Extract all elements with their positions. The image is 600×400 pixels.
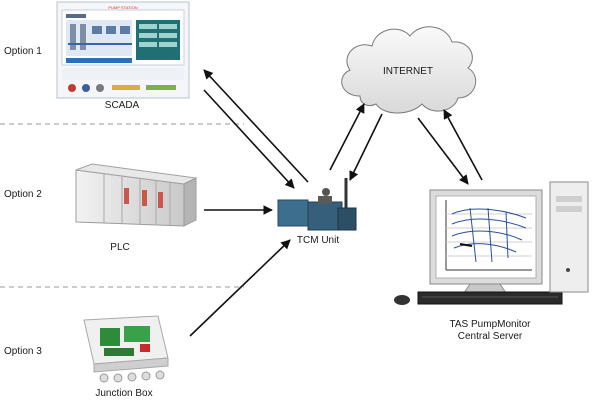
tcm-unit-label: TCM Unit (296, 235, 340, 246)
arrow-internet-to-tcm (349, 113, 383, 181)
arrow-server-to-internet (443, 109, 483, 181)
arrow-junction-to-tcm (189, 239, 291, 337)
monitor-chart (445, 200, 532, 271)
plc-label: PLC (110, 242, 130, 253)
junction-box-image (83, 315, 169, 383)
scada-screen-title: PUMP STATION (108, 5, 137, 10)
option-3-label: Option 3 (4, 346, 42, 357)
scada-label: SCADA (104, 100, 140, 111)
arrow-scada-to-tcm (203, 89, 295, 189)
internet-label: INTERNET (383, 66, 433, 77)
server-label-line-2: Central Server (457, 331, 523, 342)
option-1-label: Option 1 (4, 46, 42, 57)
tcm-unit-image (277, 178, 357, 231)
junction-box-label: Junction Box (95, 388, 153, 399)
server-label-line-1: TAS PumpMonitor (449, 319, 531, 330)
scada-screen-image (56, 1, 190, 99)
plc-image (75, 163, 198, 227)
option-2-label: Option 2 (4, 189, 42, 200)
arrow-internet-to-server (417, 117, 469, 185)
connector-arrows (189, 69, 483, 337)
arrow-tcm-to-scada (203, 69, 309, 183)
internet-cloud (341, 26, 477, 114)
arrow-tcm-to-internet (329, 103, 365, 171)
